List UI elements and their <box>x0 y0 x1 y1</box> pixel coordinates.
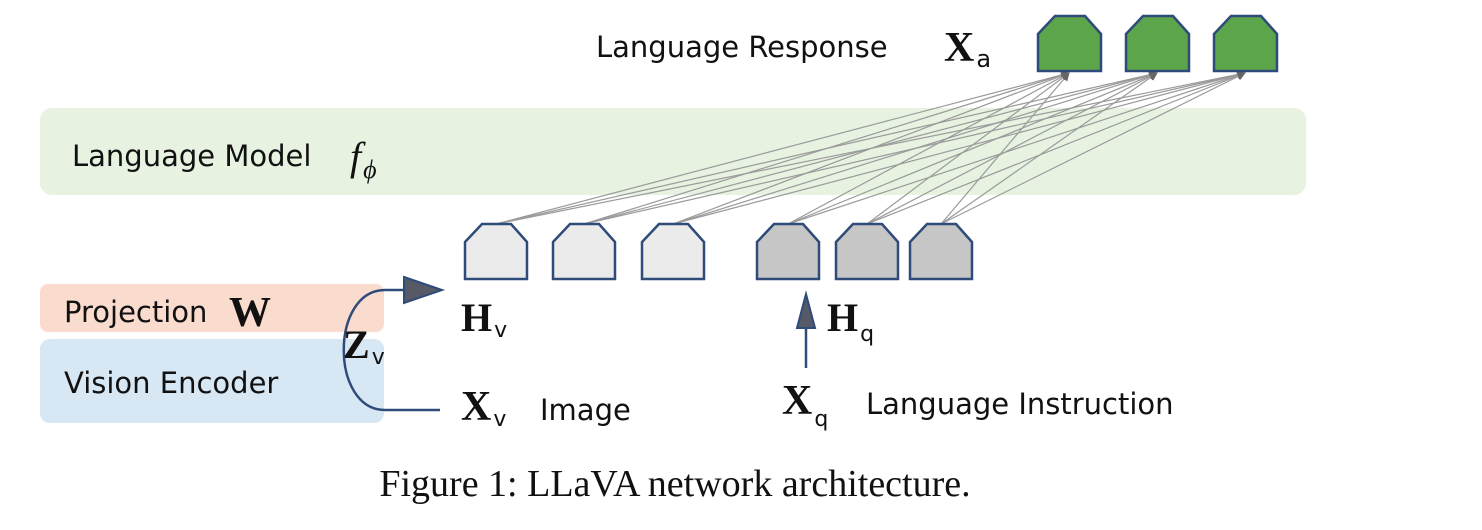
figure-caption: Figure 1: LLaVA network architecture. <box>379 463 971 505</box>
output-token-3 <box>1212 14 1279 73</box>
visual-token-1 <box>463 222 529 281</box>
connection-line-1-1 <box>495 70 1070 225</box>
instruction-tokens <box>755 222 974 281</box>
instruction-token-1 <box>755 222 821 281</box>
language-model-band <box>40 108 1306 195</box>
projection-arrow <box>342 288 440 412</box>
connection-line-3-1 <box>672 71 1070 225</box>
xv-symbol: Xv <box>461 384 506 432</box>
zv-symbol: Zv <box>343 322 385 370</box>
vision-encoder-band <box>40 339 384 423</box>
output-token-1 <box>1036 14 1103 73</box>
connection-line-4-1 <box>787 72 1070 225</box>
connection-line-3-3 <box>672 70 1246 225</box>
visual-token-3 <box>640 222 706 281</box>
instruction-token-2 <box>834 222 900 281</box>
token-connections <box>495 70 1246 225</box>
connection-line-4-3 <box>787 71 1246 225</box>
projection-band <box>40 284 384 332</box>
connection-line-5-2 <box>866 72 1158 225</box>
visual-tokens <box>463 222 706 281</box>
w-symbol: W <box>229 290 271 336</box>
projection-arrow-head <box>403 275 446 305</box>
connection-line-6-3 <box>940 72 1246 225</box>
vision-encoder-label: Vision Encoder <box>64 366 278 400</box>
language-response-label: Language Response <box>596 30 888 64</box>
connection-line-4-2 <box>787 71 1158 225</box>
hq-symbol: Hq <box>827 295 874 347</box>
image-label: Image <box>540 393 631 427</box>
connection-line-2-1 <box>583 71 1070 225</box>
output-token-2 <box>1124 14 1191 73</box>
connection-line-6-1 <box>940 72 1070 225</box>
instruction-token-3 <box>908 222 974 281</box>
connection-line-3-2 <box>672 71 1158 225</box>
instruction-arrow-head <box>795 290 817 329</box>
visual-token-2 <box>551 222 617 281</box>
connection-line-5-3 <box>866 71 1246 225</box>
projection-label: Projection <box>64 295 207 329</box>
xa-symbol: Xa <box>944 25 991 73</box>
language-instruction-label: Language Instruction <box>866 387 1174 421</box>
hv-symbol: Hv <box>461 295 507 343</box>
output-tokens <box>1036 14 1279 73</box>
xq-symbol: Xq <box>782 378 828 432</box>
connection-line-5-1 <box>866 72 1070 225</box>
language-model-label: Language Model <box>72 139 311 173</box>
connection-line-6-2 <box>940 72 1158 225</box>
